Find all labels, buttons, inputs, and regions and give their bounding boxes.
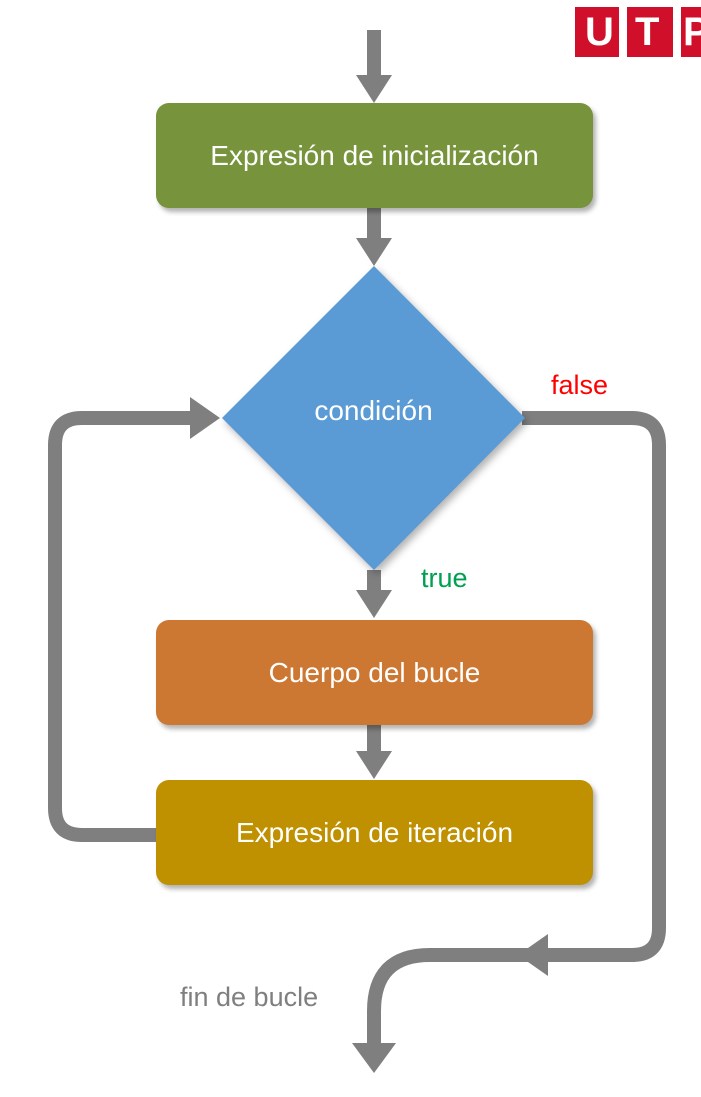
logo-letter-t: T	[635, 10, 660, 54]
logo-letter-u: U	[585, 10, 614, 54]
arrowhead-init-to-condition	[356, 238, 392, 266]
init-expression-label: Expresión de inicialización	[210, 139, 539, 171]
false-label: false	[551, 370, 609, 400]
loop-body-label: Cuerpo del bucle	[268, 656, 481, 688]
iteration-expression-label: Expresión de iteración	[235, 816, 514, 848]
condition-label: condición	[314, 395, 433, 426]
arrow-false-exit	[522, 411, 666, 962]
loop-body-box: Cuerpo del bucle	[156, 620, 593, 725]
utp-logo: U T P	[575, 7, 701, 57]
arrowhead-end	[352, 1043, 396, 1073]
logo-divider	[619, 7, 627, 57]
condition-diamond	[222, 266, 525, 570]
logo-letter-p: P	[683, 10, 701, 54]
arrowhead-body-to-iteration	[356, 751, 392, 779]
arrowhead-entry	[356, 75, 392, 103]
arrowhead-condition-to-body	[356, 590, 392, 618]
logo-divider	[673, 7, 681, 57]
true-label: true	[421, 563, 468, 593]
arrow-end-line	[367, 948, 546, 1045]
end-of-loop-label: fin de bucle	[180, 982, 319, 1012]
arrowhead-false-exit	[518, 934, 548, 976]
init-expression-box: Expresión de inicialización	[156, 103, 593, 208]
iteration-expression-box: Expresión de iteración	[156, 780, 593, 885]
arrow-loop-back	[48, 411, 192, 842]
arrowhead-loop-back	[190, 397, 220, 439]
